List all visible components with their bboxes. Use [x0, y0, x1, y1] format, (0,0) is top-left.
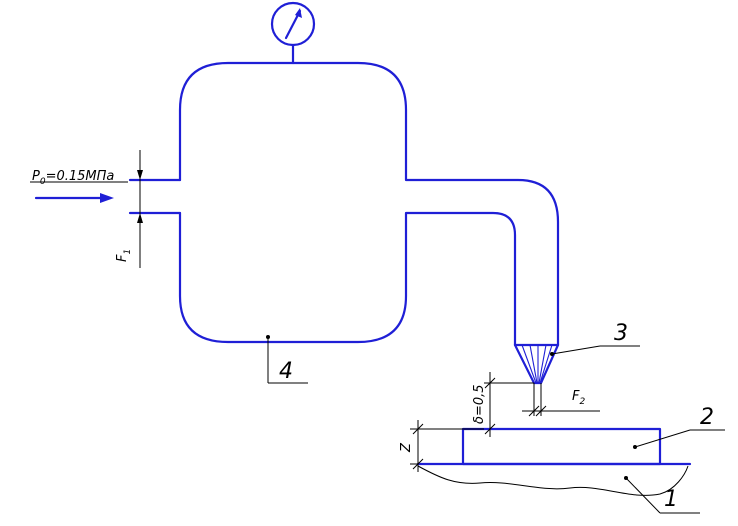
p0-label: P0=0.15МПа — [32, 169, 114, 187]
f2-label: F2 — [572, 389, 585, 407]
measuring-nozzle — [513, 343, 560, 385]
leader-part-3 — [550, 345, 640, 356]
label-part-1: 1 — [664, 487, 678, 512]
z-dimension — [410, 420, 463, 472]
f1-dimension — [137, 150, 143, 268]
delta-dimension — [463, 372, 534, 437]
delta-label: δ=0,5 — [472, 384, 487, 424]
leader-part-2 — [633, 429, 725, 449]
label-part-4: 4 — [279, 359, 293, 384]
workpiece — [461, 427, 662, 466]
leader-part-1 — [624, 476, 700, 514]
label-part-2: 2 — [700, 405, 714, 430]
right-arrow-icon — [34, 193, 114, 203]
f1-label: F1 — [115, 249, 133, 262]
f2-dimension — [522, 383, 600, 417]
pressure-gauge-icon — [270, 1, 316, 65]
leader-part-4 — [266, 335, 308, 384]
z-label: Z — [399, 442, 414, 453]
label-part-3: 3 — [614, 321, 628, 346]
chamber-outline — [178, 61, 560, 347]
base-break-line — [417, 465, 689, 496]
